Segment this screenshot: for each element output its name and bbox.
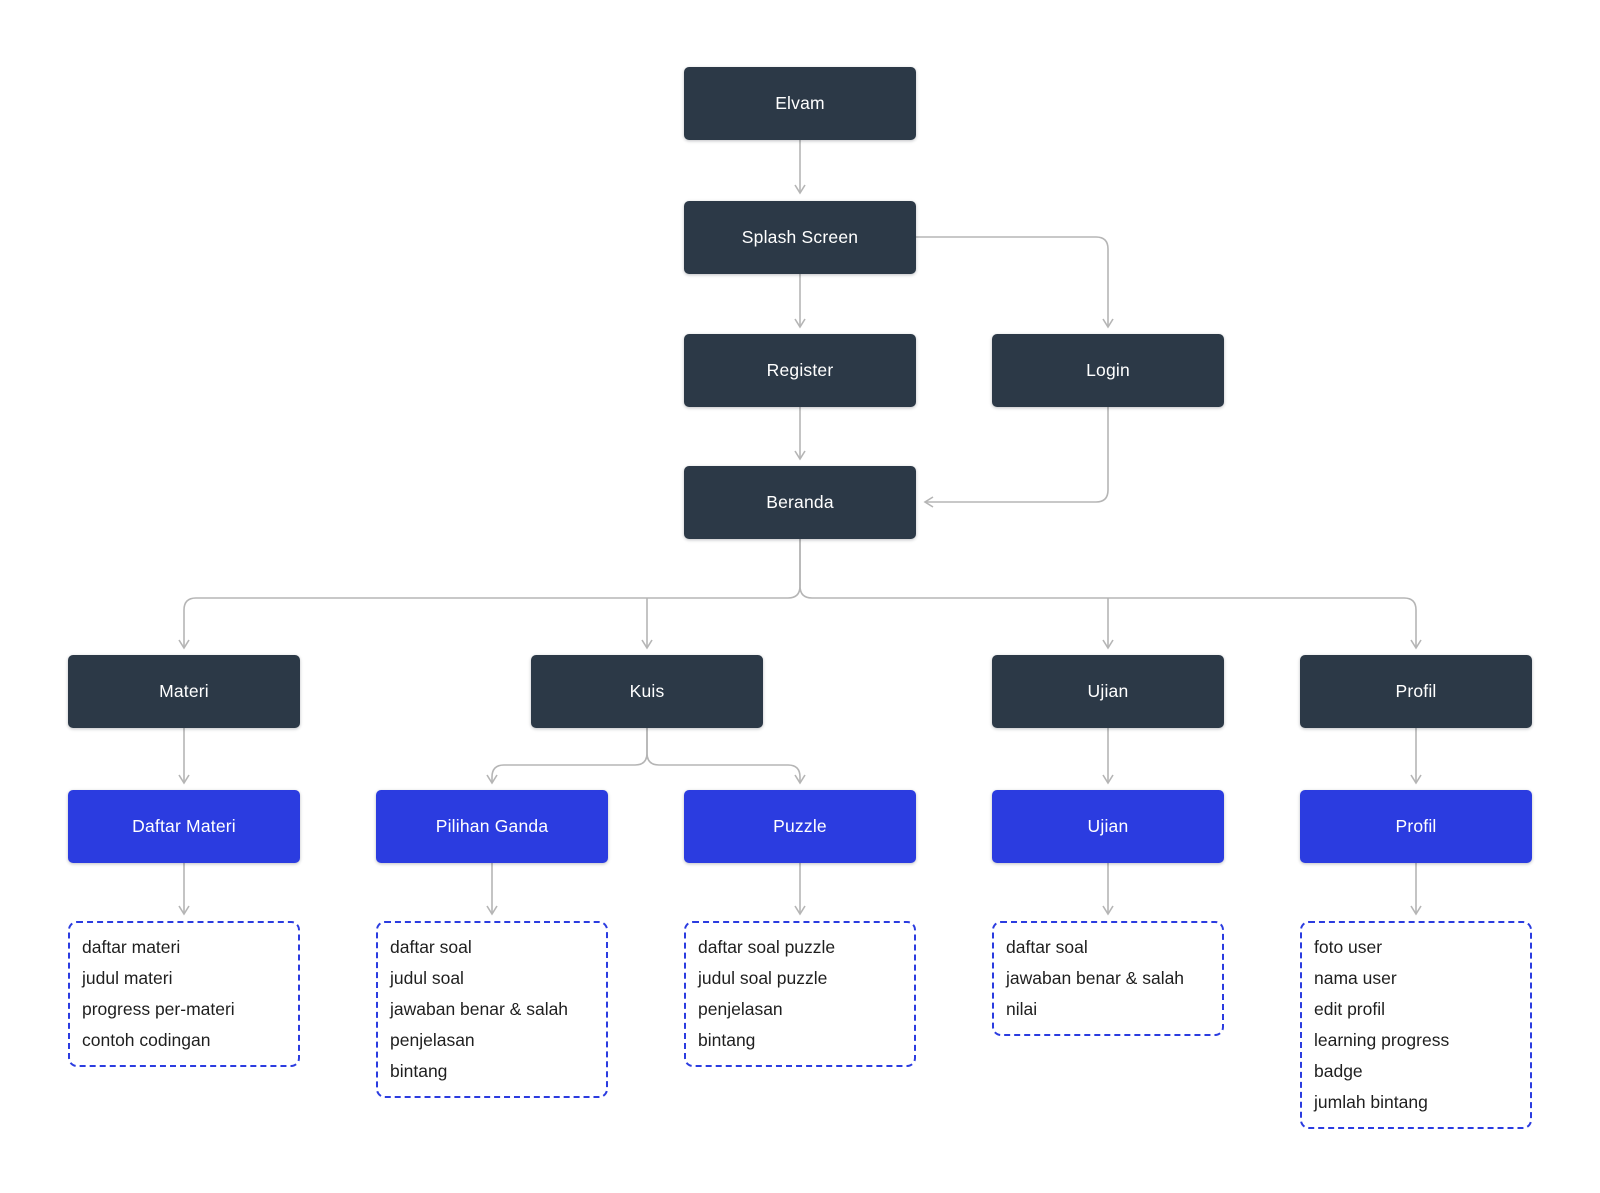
detail-profil: foto user nama user edit profil learning… bbox=[1300, 921, 1532, 1129]
node-daftar-materi: Daftar Materi bbox=[68, 790, 300, 863]
node-label: Materi bbox=[159, 681, 209, 701]
node-label: Puzzle bbox=[773, 816, 827, 836]
detail-item: badge bbox=[1314, 1061, 1363, 1081]
detail-item: daftar materi bbox=[82, 937, 181, 957]
node-ujian: Ujian bbox=[992, 655, 1224, 728]
node-ujian-screen: Ujian bbox=[992, 790, 1224, 863]
detail-item: penjelasan bbox=[390, 1030, 475, 1050]
connector-kuis-pilihan-ganda bbox=[486, 728, 648, 785]
detail-item: learning progress bbox=[1314, 1030, 1450, 1050]
detail-item: foto user bbox=[1314, 937, 1383, 957]
connector-login-beranda bbox=[923, 407, 1109, 508]
detail-pilihan-ganda: daftar soal judul soal jawaban benar & s… bbox=[376, 921, 608, 1098]
node-label: Kuis bbox=[629, 681, 665, 701]
node-profil-screen: Profil bbox=[1300, 790, 1532, 863]
node-label: Splash Screen bbox=[741, 227, 859, 247]
detail-item: nama user bbox=[1314, 968, 1397, 988]
detail-item: jawaban benar & salah bbox=[1006, 968, 1185, 988]
node-label: Register bbox=[766, 360, 834, 380]
detail-item: penjelasan bbox=[698, 999, 783, 1019]
node-login: Login bbox=[992, 334, 1224, 407]
node-label: Pilihan Ganda bbox=[435, 816, 549, 836]
node-register: Register bbox=[684, 334, 916, 407]
detail-item: edit profil bbox=[1314, 999, 1386, 1019]
detail-item: judul soal puzzle bbox=[698, 968, 828, 988]
connector-splash-login bbox=[916, 236, 1114, 329]
node-kuis: Kuis bbox=[531, 655, 763, 728]
detail-item: daftar soal bbox=[1006, 937, 1088, 957]
detail-item: progress per-materi bbox=[82, 999, 235, 1019]
detail-item: bintang bbox=[390, 1061, 448, 1081]
detail-item: jawaban benar & salah bbox=[390, 999, 569, 1019]
node-label: Profil bbox=[1395, 816, 1437, 836]
detail-item: jumlah bintang bbox=[1314, 1092, 1428, 1112]
node-label: Profil bbox=[1395, 681, 1437, 701]
node-materi: Materi bbox=[68, 655, 300, 728]
detail-item: daftar soal puzzle bbox=[698, 937, 836, 957]
connector-beranda-materi bbox=[178, 539, 801, 650]
node-puzzle: Puzzle bbox=[684, 790, 916, 863]
node-label: Ujian bbox=[1087, 681, 1129, 701]
detail-item: judul materi bbox=[82, 968, 173, 988]
node-elvam: Elvam bbox=[684, 67, 916, 140]
detail-item: daftar soal bbox=[390, 937, 472, 957]
detail-daftar-materi: daftar materi judul materi progress per-… bbox=[68, 921, 300, 1067]
node-profil: Profil bbox=[1300, 655, 1532, 728]
node-label: Login bbox=[1086, 360, 1130, 380]
detail-ujian: daftar soal jawaban benar & salah nilai bbox=[992, 921, 1224, 1036]
detail-item: nilai bbox=[1006, 999, 1038, 1019]
node-beranda: Beranda bbox=[684, 466, 916, 539]
connector-kuis-puzzle bbox=[646, 728, 806, 785]
node-splash-screen: Splash Screen bbox=[684, 201, 916, 274]
detail-puzzle: daftar soal puzzle judul soal puzzle pen… bbox=[684, 921, 916, 1067]
detail-item: bintang bbox=[698, 1030, 756, 1050]
node-label: Beranda bbox=[766, 492, 834, 512]
detail-item: contoh codingan bbox=[82, 1030, 211, 1050]
node-label: Elvam bbox=[775, 93, 825, 113]
node-pilihan-ganda: Pilihan Ganda bbox=[376, 790, 608, 863]
node-label: Daftar Materi bbox=[132, 816, 236, 836]
detail-item: judul soal bbox=[390, 968, 464, 988]
node-label: Ujian bbox=[1087, 816, 1129, 836]
